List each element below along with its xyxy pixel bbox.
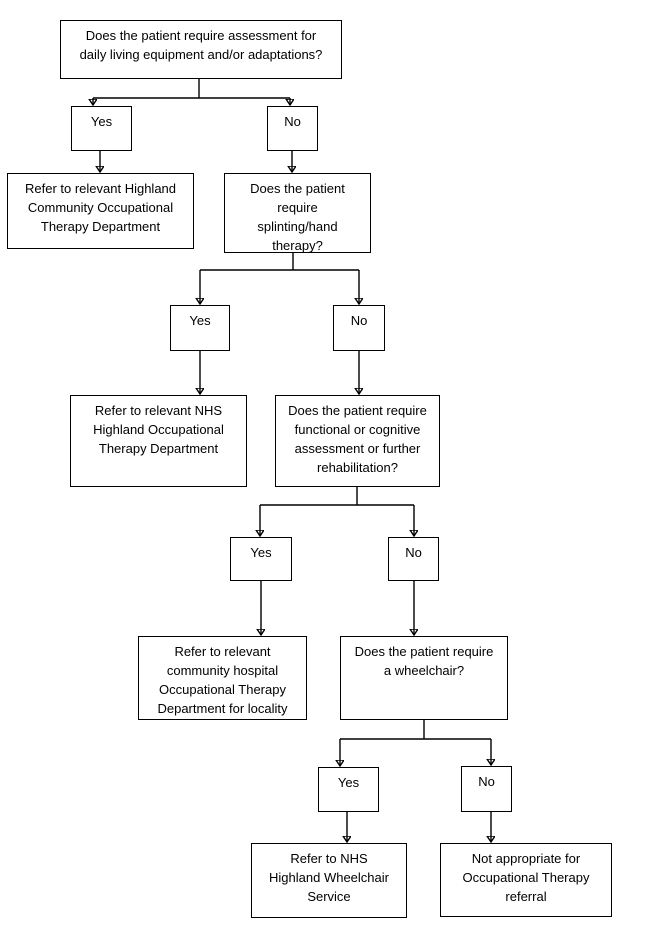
question-wheelchair: Does the patient require a wheelchair? (340, 636, 508, 720)
answer-no-splinting: No (333, 305, 385, 351)
question-splinting-hand-therapy: Does the patient require splinting/hand … (224, 173, 371, 253)
outcome-wheelchair-service: Refer to NHS Highland Wheelchair Service (251, 843, 407, 918)
outcome-community-hospital-ot: Refer to relevant community hospital Occ… (138, 636, 307, 720)
answer-no-wheelchair: No (461, 766, 512, 812)
answer-yes-splinting: Yes (170, 305, 230, 351)
answer-no-functional: No (388, 537, 439, 581)
outcome-not-appropriate: Not appropriate for Occupational Therapy… (440, 843, 612, 917)
outcome-highland-community-ot: Refer to relevant Highland Community Occ… (7, 173, 194, 249)
answer-yes-wheelchair: Yes (318, 767, 379, 812)
question-functional-cognitive: Does the patient require functional or c… (275, 395, 440, 487)
answer-no-daily-living: No (267, 106, 318, 151)
answer-yes-daily-living: Yes (71, 106, 132, 151)
question-daily-living-equipment: Does the patient require assessment for … (60, 20, 342, 79)
outcome-nhs-highland-ot: Refer to relevant NHS Highland Occupatio… (70, 395, 247, 487)
answer-yes-functional: Yes (230, 537, 292, 581)
